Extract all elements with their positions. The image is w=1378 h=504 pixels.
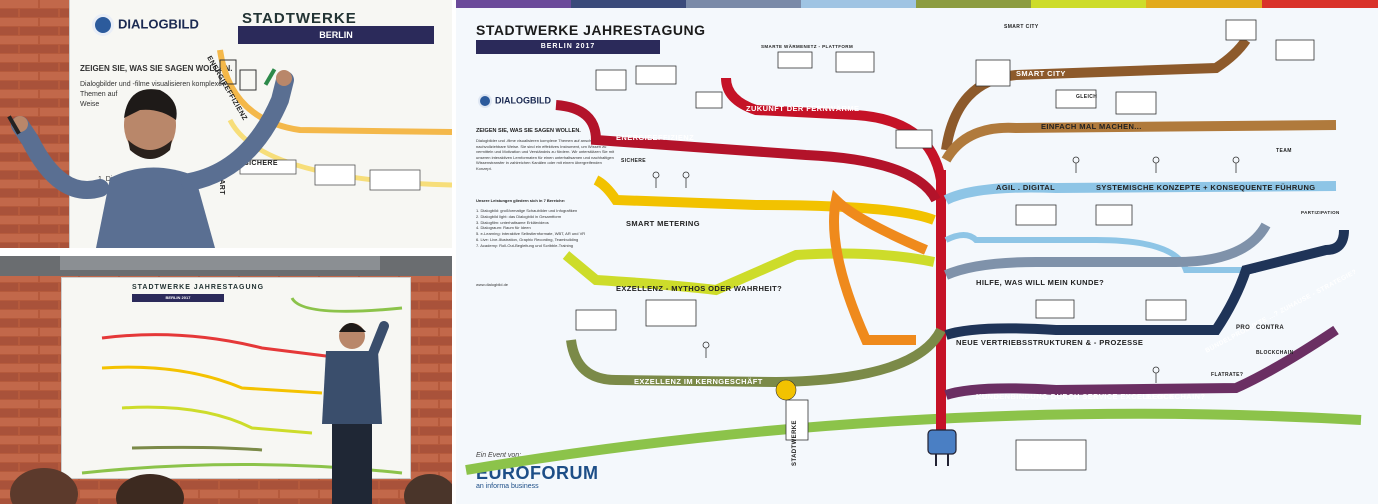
service-item: 2. Dialogbild light: das Dialogbild in G… [476,213,562,219]
topic-tree-drawing [465,19,1362,475]
note-blockchain: BLOCKCHAIN [1256,350,1294,356]
label-exzellenz-kerngeschaeft: EXZELLENZ IM KERNGESCHÄFT [634,377,763,386]
board-drawing-wide [81,297,403,475]
label-vertriebsstrukturen: NEUE VERTRIEBSSTRUKTUREN & - PROZESSE [956,338,1144,347]
color-stripe-4 [801,0,916,8]
label-systemische-konzepte: SYSTEMISCHE KONZEPTE + KONSEQUENTE FÜHRU… [1096,183,1316,192]
ground-line [465,408,1362,475]
service-item: 4. Dialograum: Raum für Ideen [476,225,531,231]
service-item: 3. Dialogfilm: unterhaltsame Erklärvideo… [476,219,549,225]
note-smarte-waermenetz: SMARTE WÄRMENETZ - PLATTFORM [761,44,854,49]
label-einfach-mal-machen: EINFACH MAL MACHEN... [1041,122,1142,131]
poster-subtitle-band: BERLIN 2017 [476,40,660,54]
note-partizipation: PARTIZIPATION [1301,210,1340,215]
label-exzellenz-mythos: EXZELLENZ - MYTHOS ODER WAHRHEIT? [616,284,783,293]
eye-icon [92,14,114,36]
poster-text-line-3: Weise [80,101,100,108]
color-stripe-8 [1262,0,1378,8]
eye-logo-icon [478,94,492,108]
service-item: 5. e-Learning: interaktive Selbstlernfor… [476,231,586,237]
color-stripe-3 [686,0,801,8]
board-drawing [217,49,452,191]
poster-band-small: BERLIN 2017 [132,294,224,302]
informa-tagline: an informa business [476,483,539,490]
color-stripe-6 [1031,0,1146,8]
branch-vertriebsstrukturen [944,229,1349,340]
branch-exzellenz-mythos [562,248,936,296]
dialogbild-logo: DIALOGBILD [92,14,199,36]
power-plug-icon [927,429,957,455]
poster-main-title: STADTWERKE JAHRESTAGUNG [476,22,706,38]
note-gleich: GLEICH [1076,94,1098,100]
branch-energieeffizienz [555,100,941,203]
service-item: 6. Live: Live-Illustration, Graphic Reco… [476,236,579,242]
poster-text-line-1: Dialogbilder und -filme visualisieren ko… [80,81,223,88]
branch-zukunft-fernwaerme [721,77,946,181]
illustrator-person-wide [10,321,452,504]
label-zukunft-fernwaerme: ZUKUNFT DER FERNWÄRME [746,104,860,113]
color-stripe-7 [1146,0,1262,8]
poster-text-line-2: Themen auf [80,91,118,98]
service-item: 1. Dialogbild: großformatige Schaubilder… [476,208,578,213]
color-stripe-1 [456,0,571,8]
note-pro: PRO [1236,325,1251,331]
photo-live-illustration-wide: STADTWERKE JAHRESTAGUNG BERLIN 2017 [0,256,452,504]
color-stripe-5 [916,0,1031,8]
note-smart-city: SMART CITY [1004,24,1039,30]
branch-einfach-mal-machen [941,120,1337,163]
poster-services-list: 1. Dialogbild: großformatige Schaubilder… [476,208,616,249]
poster-slogan: ZEIGEN SIE, WAS SIE SAGEN WOLLEN. [476,128,581,134]
branch-center-orange [829,189,928,345]
graphic-recording-poster: STADTWERKE JAHRESTAGUNG BERLIN 2017 DIAL… [456,0,1378,504]
branch-kundenbindung [944,325,1339,400]
photo-live-illustration-closeup: DIALOGBILD STADTWERKE JAHRESTAGUNG BERLI… [0,0,452,248]
label-hilfe-kunde: HILFE, WAS WILL MEIN KUNDE? [976,278,1105,287]
poster-website: www.dialogbild.de [476,282,509,287]
label-sichere: SICHERE [244,160,278,167]
note-contra: CONTRA [1256,325,1285,331]
branch-smart-city [941,37,1251,151]
label-stadtwerke-building: STADTWERKE [791,420,798,466]
branch-smart-metering [593,175,936,225]
note-team: TEAM [1276,148,1292,154]
service-item: 7. Academy: Roll-Out-Begleitung und Scri… [476,242,574,248]
branch-exzellenz-kerngeschaeft [566,327,946,388]
poster-intro-text: Dialogbilder und -filme visualisieren ko… [476,138,615,171]
branch-agil-digital [943,181,1337,205]
illustrator-person [7,68,294,248]
label-energieeffizienz: ENERGIEEFFIZIENZ [616,133,695,142]
note-flatrate: FLATRATE? [1211,372,1244,378]
label-agil-digital: AGIL . DIGITAL [996,183,1056,192]
event-by-label: Ein Event von: [476,452,522,459]
label-blockchain-question: BLOCKCHAIN? [1146,392,1206,401]
poster-title-small: STADTWERKE JAHRESTAGUNG [132,284,265,291]
poster-dialogbild-logo: DIALOGBILD [478,94,551,108]
label-smart-city: SMART CITY [1016,69,1066,78]
poster-slogan: ZEIGEN SIE, WAS SIE SAGEN WOLLEN. [80,64,233,73]
branch-hilfe-kunde [944,222,1271,280]
color-stripe-2 [571,0,686,8]
label-kundenbindung: KUNDENBINDUNG DURCH SERVICE EXCELLENCE [976,392,1175,401]
poster-band-berlin: BERLIN [238,26,434,44]
label-smart-metering: SMART METERING [626,219,700,228]
poster-services-title: Unsere Leistungen gliedern sich in 7 Ber… [476,198,566,203]
note-sichere: SICHERE [621,158,647,164]
